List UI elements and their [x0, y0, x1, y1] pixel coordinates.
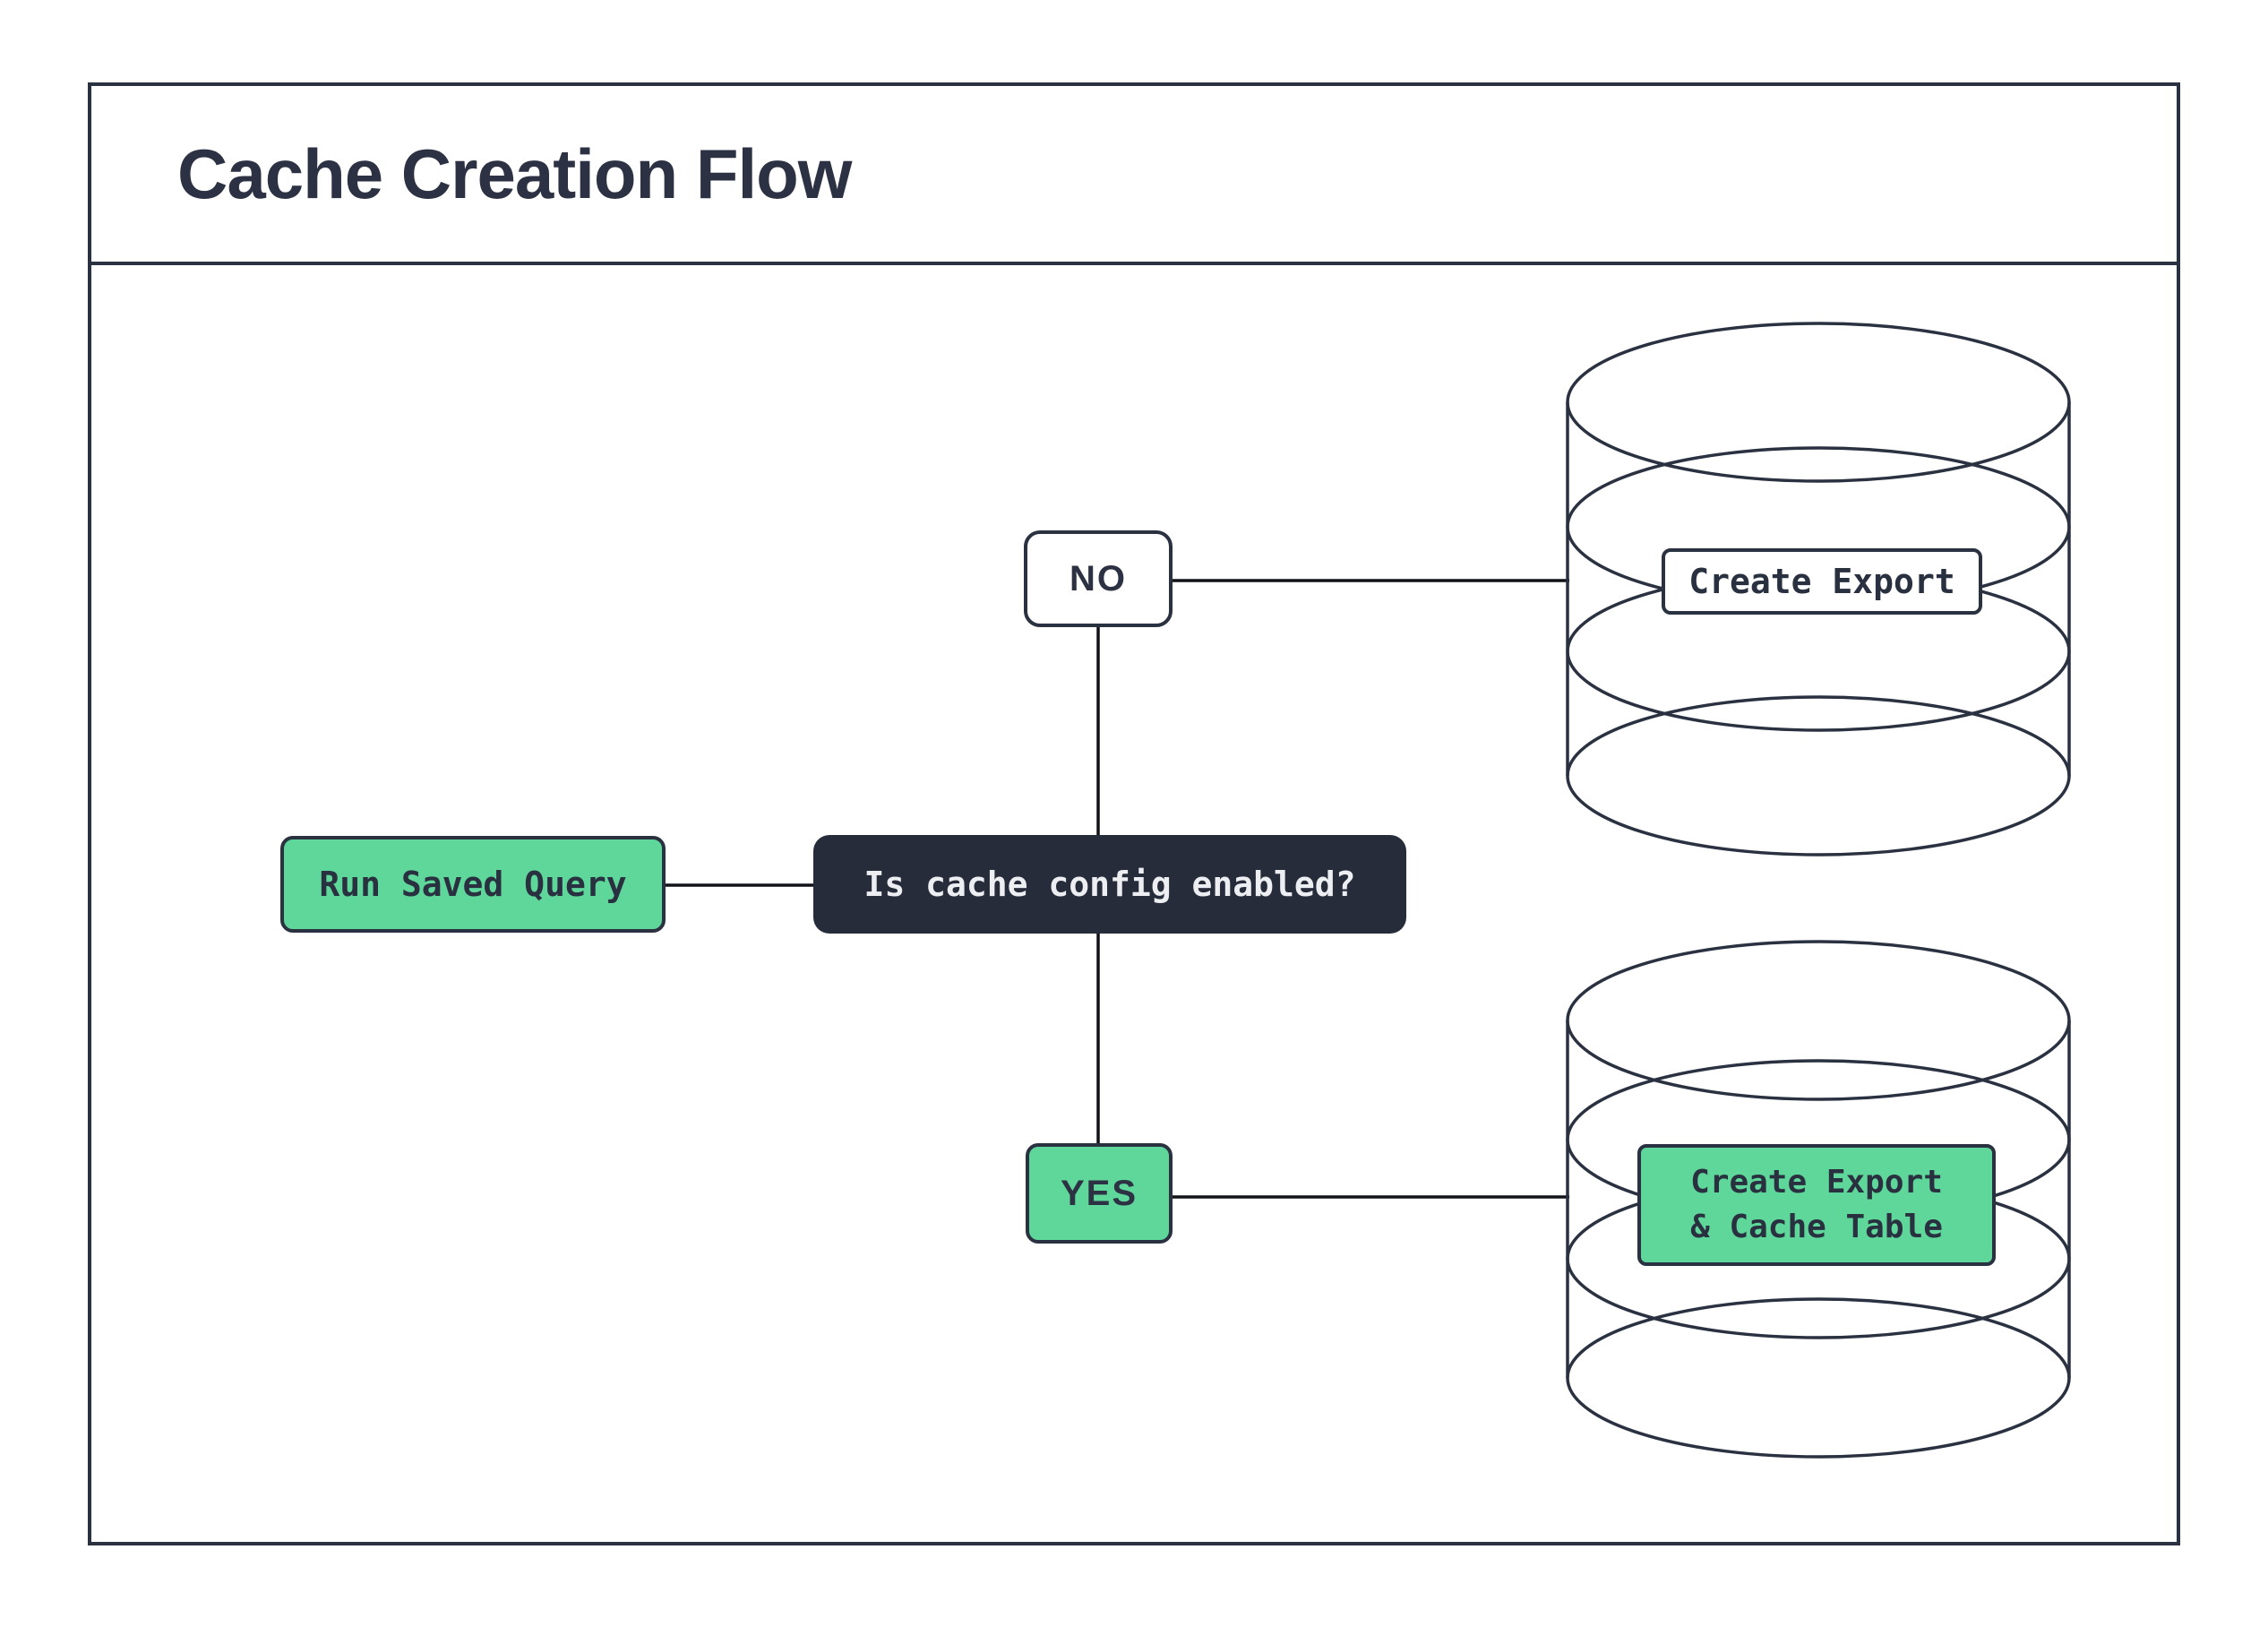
edge-label-no-text: NO: [1070, 558, 1127, 598]
node-run-saved-query: Run Saved Query: [280, 836, 666, 933]
diagram-frame: Cache Creation Flow: [88, 82, 2180, 1545]
node-create-export-cache-table: Create Export & Cache Table: [1637, 1144, 1996, 1266]
node-cache-config-decision: Is cache config enabled?: [813, 835, 1406, 934]
node-create-export: Create Export: [1662, 548, 1982, 615]
edge-label-no: NO: [1024, 530, 1173, 627]
node-create-export-cache-table-line1: Create Export: [1690, 1164, 1943, 1201]
node-create-export-label: Create Export: [1688, 562, 1955, 601]
edge-label-yes: YES: [1026, 1143, 1173, 1244]
edge-label-yes-text: YES: [1060, 1173, 1138, 1213]
node-cache-config-decision-label: Is cache config enabled?: [863, 865, 1356, 904]
node-run-saved-query-label: Run Saved Query: [319, 865, 627, 904]
node-create-export-cache-table-line2: & Cache Table: [1690, 1209, 1943, 1245]
title-bar: Cache Creation Flow: [91, 86, 2177, 265]
page-title: Cache Creation Flow: [177, 133, 852, 213]
